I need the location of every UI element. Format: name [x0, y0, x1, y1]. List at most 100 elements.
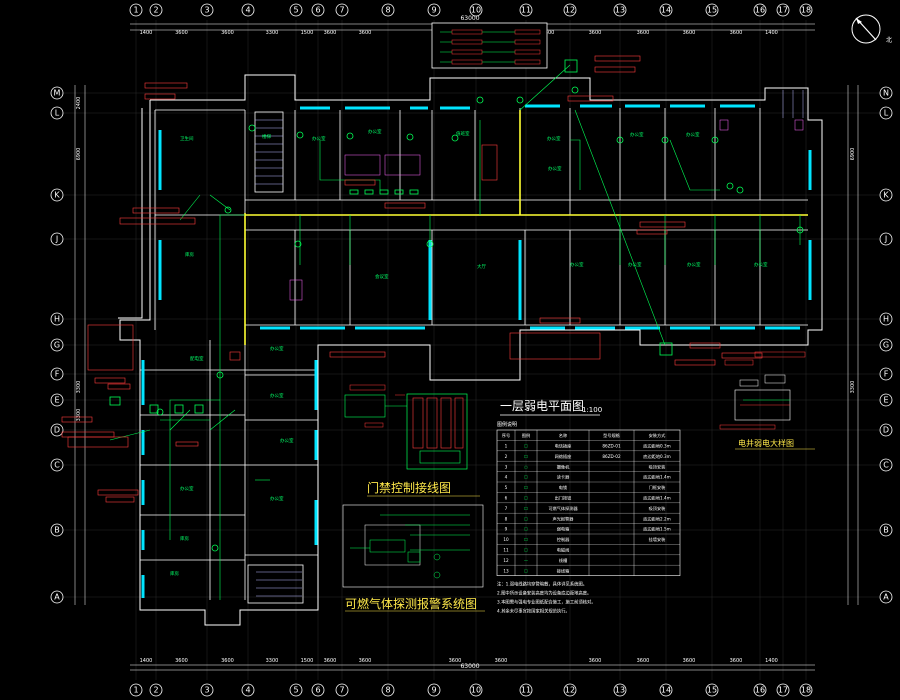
- axis-bubble-left-label: E: [54, 396, 59, 405]
- shaft-detail-title: 电井弱电大样图: [738, 438, 794, 448]
- annotation-callouts: [61, 55, 763, 503]
- axis-bubble-bottom: 14: [659, 683, 673, 697]
- overall-dimension-bottom: 63000: [460, 663, 479, 670]
- legend-cell: ☐: [524, 527, 528, 532]
- axis-bubble-top: 3: [200, 3, 214, 17]
- dimension-label: 3600: [221, 30, 234, 36]
- legend-cell: ○: [524, 464, 528, 469]
- axis-bubble-top-label: 1: [133, 6, 138, 15]
- axis-bubble-bottom: 9: [427, 683, 441, 697]
- axis-bubble-top: 7: [335, 3, 349, 17]
- axis-bubble-top-label: 17: [778, 6, 788, 15]
- legend-cell: ☐: [524, 506, 528, 511]
- legend-cell: 8: [505, 516, 508, 521]
- axis-bubble-bottom: 2: [149, 683, 163, 697]
- legend-cell: ☐: [524, 516, 528, 521]
- axis-bubble-top: 16: [753, 3, 767, 17]
- legend-cell: 电锁: [559, 484, 568, 491]
- dimension-label: 6900: [76, 148, 82, 161]
- legend-cell: 6: [505, 495, 508, 500]
- legend-cell: 接线箱: [557, 567, 570, 574]
- axis-bubble-bottom-label: 17: [778, 686, 788, 695]
- legend-cell: 底边距地2.2m: [643, 515, 671, 522]
- axis-bubble-top: 10: [469, 3, 483, 17]
- axis-bubble-top: 17: [776, 3, 790, 17]
- axis-bubble-top-label: 11: [521, 6, 531, 15]
- axis-bubble-top-label: 4: [245, 6, 250, 15]
- axis-bubble-left-label: C: [54, 461, 60, 470]
- axis-bubble-right: L: [879, 106, 893, 120]
- legend-cell: 12: [503, 558, 509, 563]
- axis-bubble-left: B: [50, 523, 64, 537]
- axis-bubble-bottom: 4: [241, 683, 255, 697]
- axis-bubble-left-label: G: [54, 341, 60, 350]
- axis-bubble-right: D: [879, 423, 893, 437]
- legend-cell: 安装方式: [649, 432, 667, 439]
- room-label: 办公室: [312, 135, 326, 142]
- axis-bubble-bottom-label: 2: [153, 686, 158, 695]
- axis-bubble-left-label: J: [55, 235, 58, 244]
- legend-cell: 10: [503, 537, 509, 542]
- dimension-label: 3600: [542, 30, 555, 36]
- legend-cell: 名称: [559, 432, 567, 439]
- legend-cell: 线槽: [559, 557, 568, 564]
- axis-bubble-top-label: 5: [293, 6, 298, 15]
- legend-cell: 底边距地1.4m: [643, 494, 671, 501]
- dimension-label: 3600: [637, 30, 650, 36]
- axis-bubble-right: E: [879, 393, 893, 407]
- axis-bubble-bottom-label: 12: [565, 686, 575, 695]
- room-label: 办公室: [630, 131, 644, 138]
- axis-bubble-right: A: [879, 590, 893, 604]
- axis-bubble-left: L: [50, 106, 64, 120]
- axis-bubble-top-label: 3: [204, 6, 209, 15]
- axis-bubble-bottom-label: 16: [755, 686, 765, 695]
- axis-bubble-bottom: 17: [776, 683, 790, 697]
- dimension-label: 3600: [175, 658, 188, 664]
- room-label: 会议室: [375, 273, 389, 280]
- stair-hatching: [255, 90, 804, 597]
- legend-cell: 底边距地0.3m: [643, 442, 671, 449]
- room-label: 办公室: [270, 345, 284, 352]
- legend-cell: 86ZD-02: [602, 454, 621, 459]
- axis-bubble-right-label: A: [883, 593, 889, 602]
- axis-bubble-left-label: B: [54, 526, 60, 535]
- overall-dimension-top: 63000: [460, 15, 479, 22]
- dimension-label: 1500: [301, 30, 314, 36]
- axis-bubble-top: 14: [659, 3, 673, 17]
- dimension-label: 2400: [76, 97, 82, 110]
- device-markers: [109, 59, 804, 552]
- axis-bubble-bottom-label: 10: [471, 686, 481, 695]
- axis-bubble-right: H: [879, 312, 893, 326]
- axis-bubble-top: 13: [613, 3, 627, 17]
- legend-cell: 型号规格: [603, 432, 621, 439]
- axis-bubble-top-label: 2: [153, 6, 158, 15]
- dimension-label: 1400: [765, 30, 778, 36]
- axis-bubble-bottom-label: 8: [385, 686, 390, 695]
- axis-bubble-right: F: [879, 367, 893, 381]
- axis-bubble-bottom: 12: [563, 683, 577, 697]
- axis-bubble-left-label: H: [54, 315, 60, 324]
- legend-cell: 11: [503, 547, 509, 552]
- axis-bubble-top-label: 15: [707, 6, 717, 15]
- dimension-label: 3300: [266, 658, 279, 664]
- dimension-label: 3300: [76, 409, 82, 422]
- axis-bubble-right: G: [879, 338, 893, 352]
- room-label: 办公室: [180, 485, 194, 492]
- legend-cell: 出门按钮: [555, 494, 572, 501]
- dimension-label: 1400: [765, 658, 778, 664]
- axis-bubble-left: D: [50, 423, 64, 437]
- axis-bubble-top: 15: [705, 3, 719, 17]
- axis-bubble-top: 11: [519, 3, 533, 17]
- legend-note: 注：1.弱电线路均穿管暗敷，具体详见系统图。: [497, 581, 587, 588]
- dimension-label: 3600: [730, 658, 743, 664]
- axis-bubble-right: C: [879, 458, 893, 472]
- dimension-label: 3600: [637, 658, 650, 664]
- dimension-label: 3600: [589, 658, 602, 664]
- legend-cell: ☐: [524, 537, 528, 542]
- legend-cell: ☐: [524, 454, 528, 459]
